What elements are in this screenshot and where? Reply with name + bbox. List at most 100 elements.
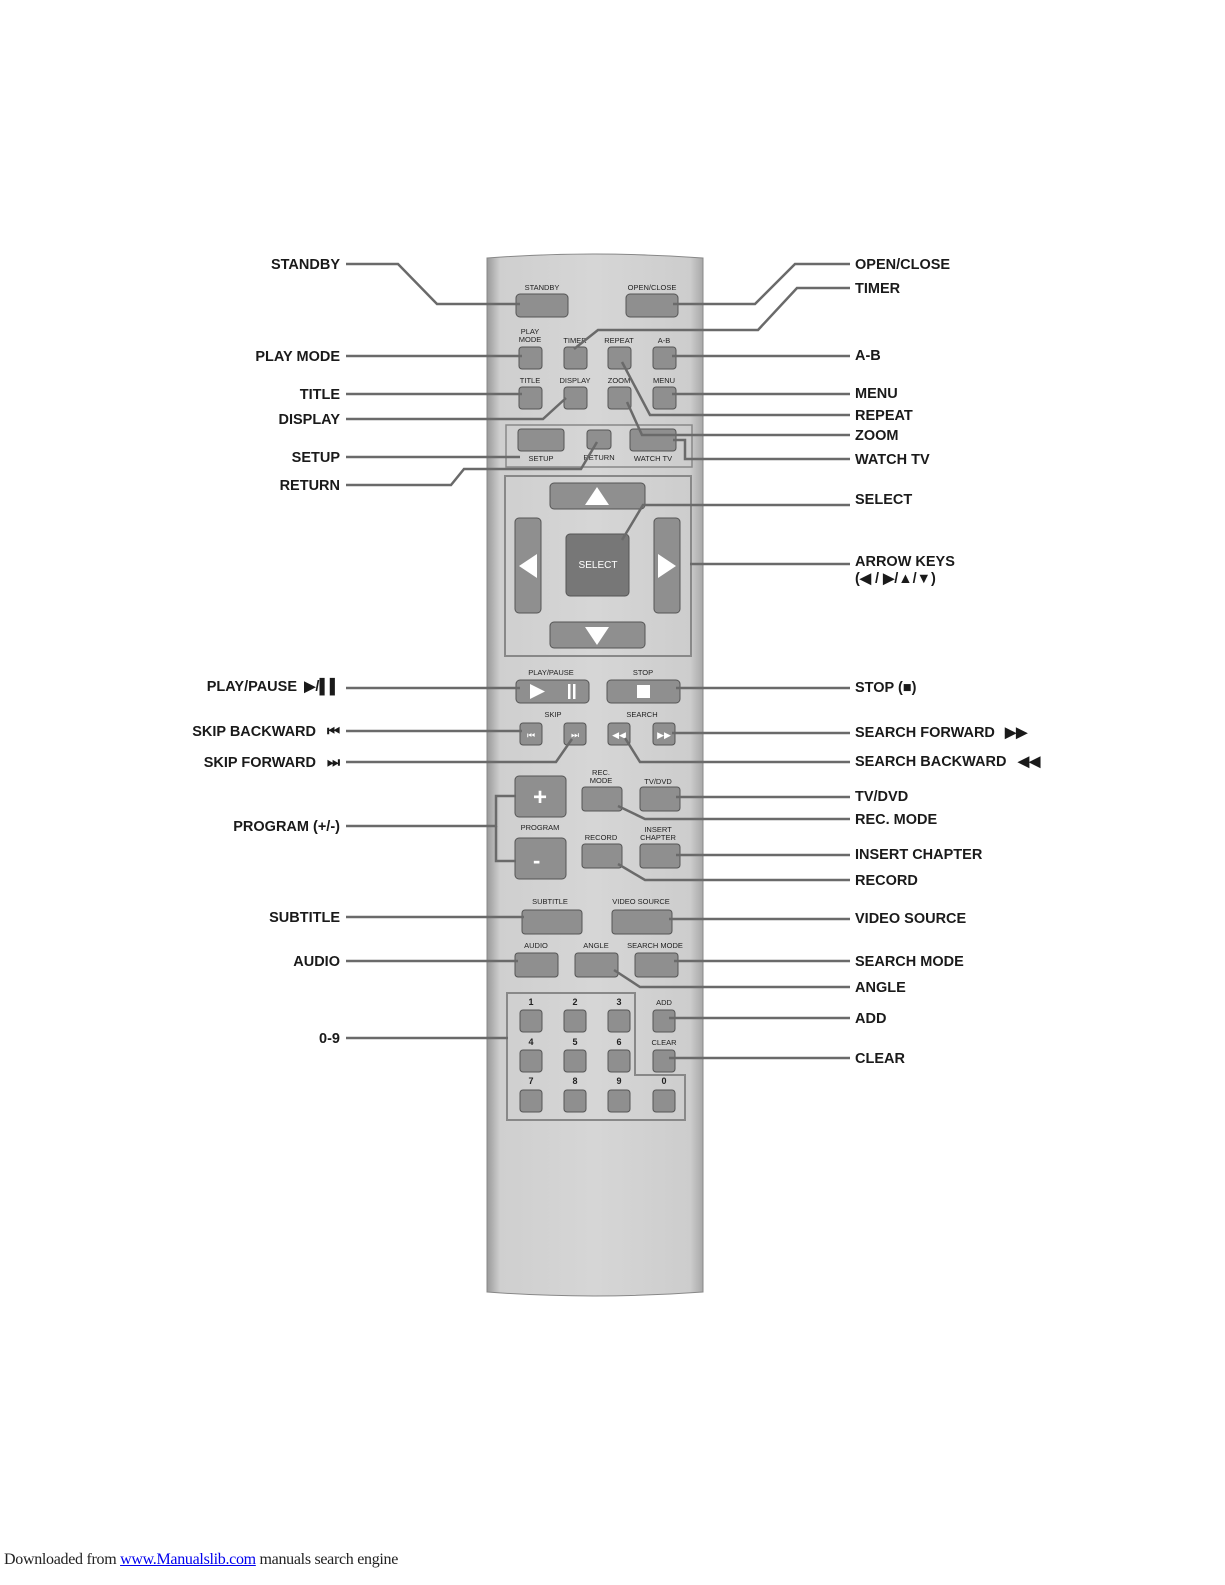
setup-label: SETUP [528,454,553,463]
callout-display: DISPLAY [278,412,340,428]
digit-6-button[interactable] [607,1049,631,1073]
callout-play-pause-symbol: ▶/▌▌ [303,677,340,696]
callout-insert-chapter: INSERT CHAPTER [855,847,983,863]
digit-9-button[interactable] [607,1089,631,1113]
angle-label: ANGLE [583,941,608,950]
digit-4-button[interactable] [519,1049,543,1073]
callout-angle: ANGLE [855,980,906,996]
digit-1-button[interactable] [519,1009,543,1033]
subtitle-label: SUBTITLE [532,897,568,906]
callout-select: SELECT [855,492,912,508]
audio-button[interactable] [514,952,559,978]
digit-2-label: 2 [572,997,577,1007]
leader-lines-right [573,262,850,1060]
menu-button[interactable] [652,386,677,410]
display-label: DISPLAY [559,376,590,385]
arrow-keys-frame [504,475,692,657]
stop-button[interactable] [606,679,681,704]
callout-digits: 0-9 [319,1031,340,1047]
plus-icon: + [533,784,547,811]
digit-8-label: 8 [572,1076,577,1086]
callout-add: ADD [855,1011,886,1027]
callout-clear: CLEAR [855,1051,905,1067]
callout-record: RECORD [855,873,918,889]
watch-tv-button[interactable] [629,428,677,452]
arrow-down-icon [585,627,609,645]
manualslib-link[interactable]: www.Manualslib.com [120,1551,256,1568]
callout-title: TITLE [300,387,341,403]
stop-label: STOP [633,668,653,677]
program-label: PROGRAM [521,823,560,832]
select-button[interactable] [565,533,630,597]
zoom-label: ZOOM [608,376,631,385]
digit-7-button[interactable] [519,1089,543,1113]
play-icon [530,684,545,699]
callout-search-backward-symbol: ◀◀ [1017,754,1041,770]
subtitle-button[interactable] [521,909,583,935]
arrow-up-button[interactable] [549,482,646,510]
return-button[interactable] [586,429,612,450]
minus-icon: - [533,848,540,873]
skip-forward-icon: ⏭ [571,731,579,741]
add-label: ADD [656,998,672,1007]
callout-arrow-keys: ARROW KEYS [855,554,955,570]
program-minus-button[interactable]: - [514,837,567,880]
arrow-left-button[interactable] [514,517,542,614]
search-forward-button[interactable]: ▶▶ [652,722,676,746]
rec-mode-button[interactable] [581,786,623,812]
digit-2-button[interactable] [563,1009,587,1033]
record-label: RECORD [585,833,618,842]
insert-chapter-label-1: INSERT [644,825,672,834]
callout-rec-mode: REC. MODE [855,812,938,828]
arrow-down-button[interactable] [549,621,646,649]
callout-stop: STOP (■) [855,680,917,696]
digit-8-button[interactable] [563,1089,587,1113]
callout-audio: AUDIO [293,954,340,970]
timer-label: TIMER [563,336,587,345]
skip-backward-button[interactable]: ⏮ [519,722,543,746]
digit-3-button[interactable] [607,1009,631,1033]
search-label: SEARCH [626,710,657,719]
search-mode-button[interactable] [634,952,679,978]
digit-0-button[interactable] [652,1089,676,1113]
footer-prefix: Downloaded from [4,1551,121,1568]
arrow-right-button[interactable] [653,517,681,614]
callout-skip-forward: SKIP FORWARD [204,755,316,771]
program-plus-button[interactable]: + [514,775,567,818]
angle-button[interactable] [574,952,619,978]
callout-open-close: OPEN/CLOSE [855,257,950,273]
a-b-button[interactable] [652,346,677,370]
repeat-button[interactable] [607,346,632,370]
clear-label: CLEAR [651,1038,677,1047]
setup-button[interactable] [517,428,565,452]
digit-5-label: 5 [572,1037,577,1047]
open-close-button[interactable] [625,293,679,318]
digit-5-button[interactable] [563,1049,587,1073]
skip-label: SKIP [544,710,561,719]
arrow-up-icon [585,487,609,505]
add-button[interactable] [652,1009,676,1033]
pause-icon-bar-2 [573,684,576,699]
search-mode-label: SEARCH MODE [627,941,683,950]
skip-forward-button[interactable]: ⏭ [563,722,587,746]
video-source-label: VIDEO SOURCE [612,897,670,906]
standby-button[interactable] [515,293,569,318]
arrow-left-icon [519,554,537,578]
footer-suffix: manuals search engine [255,1551,399,1568]
display-button[interactable] [563,386,588,410]
timer-button[interactable] [563,346,588,370]
callout-skip-backward: SKIP BACKWARD [192,724,316,740]
video-source-button[interactable] [611,909,673,935]
play-pause-button[interactable] [515,679,590,704]
tv-dvd-button[interactable] [639,786,681,812]
clear-button[interactable] [652,1049,676,1073]
title-button[interactable] [518,386,543,410]
record-button[interactable] [581,843,623,869]
leader-lines-left [346,262,599,1040]
play-mode-button[interactable] [518,346,543,370]
callout-tv-dvd: TV/DVD [855,789,908,805]
zoom-button[interactable] [607,386,632,410]
remote-body [486,253,704,1297]
open-close-button-label: OPEN/CLOSE [628,283,677,292]
insert-chapter-button[interactable] [639,843,681,869]
